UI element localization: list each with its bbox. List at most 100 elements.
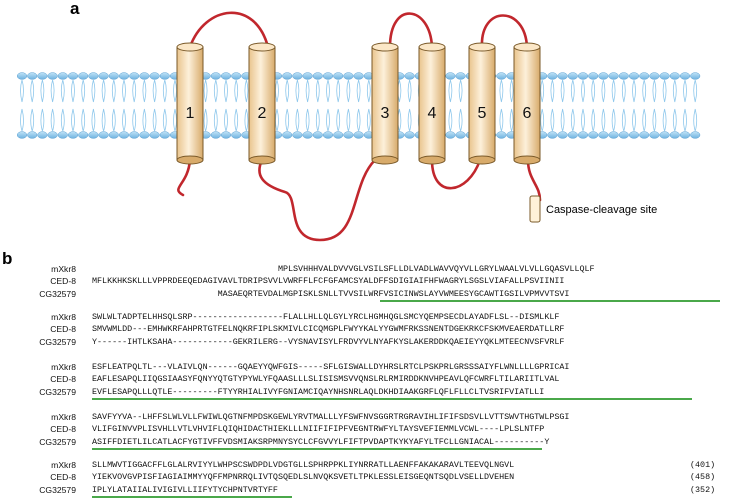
lipid-tail (224, 108, 228, 132)
lipid-tail (91, 79, 96, 103)
lipid-head (639, 72, 650, 80)
lipid-head (231, 72, 242, 80)
lipid-head (588, 131, 599, 139)
lipid-bilayer (16, 72, 701, 139)
lipid-tail (30, 108, 35, 132)
lipid-head (118, 72, 130, 80)
sequence-residues: YIEKVOVGVPISFIAGIAIMMYYQFFMPNRRQLIVTQSQE… (92, 472, 515, 483)
lipid-tail (152, 79, 157, 103)
lipid-head (618, 72, 629, 80)
lipid-tail (540, 108, 545, 132)
lipid-head (333, 72, 344, 80)
lipid-head (343, 72, 354, 80)
helix-body (371, 46, 399, 161)
lipid-tail (326, 108, 330, 132)
lipid-head (159, 72, 170, 80)
sequence-name: CED-8 (50, 324, 76, 335)
lipid-tail (285, 79, 290, 103)
lipid-head (547, 72, 558, 80)
lipid-tail (662, 108, 667, 132)
lipid-tail (581, 79, 585, 103)
lipid-tail (40, 79, 45, 103)
lipid-head (547, 131, 558, 139)
lipid-head (210, 131, 221, 139)
lipid-head (149, 131, 160, 139)
sequence-length: (401) (690, 460, 716, 470)
lipid-head (292, 131, 303, 139)
lipid-tail (71, 108, 75, 132)
lipid-tail (162, 108, 167, 132)
lipid-head (27, 72, 38, 80)
lipid-tail (336, 79, 341, 103)
lipid-tail (448, 108, 453, 132)
lipid-tail (315, 79, 320, 103)
lipid-tail (295, 108, 300, 132)
helix-body (176, 46, 204, 161)
sequence-length: (352) (690, 484, 716, 495)
c-terminal-tail (526, 158, 542, 202)
lipid-tail (162, 79, 167, 103)
lipid-head (129, 72, 140, 80)
lipid-head (353, 131, 364, 139)
lipid-head (679, 72, 691, 80)
sequence-residues: SMVWMLDD---EMHWKRFAHPRTGTFELNQKRFIPLSKMI… (92, 324, 565, 335)
lipid-tail (672, 79, 677, 103)
lipid-tail (213, 79, 218, 103)
lipid-tail (30, 79, 35, 103)
sequence-name: CG32579 (39, 484, 76, 495)
sequence-name: CED-8 (50, 472, 76, 483)
alignment-row: CG32579 IPLYLATAIIALIVIGIVLLIIFYTYCHPNTVR… (0, 484, 734, 496)
lipid-head (302, 131, 313, 139)
lipid-tail (458, 79, 463, 103)
lipid-head (618, 131, 629, 139)
sequence-residues: EAFLESAPQLIIQGSIAASYFQNYYQTGTYPYWLYFQAAS… (92, 374, 560, 385)
lipid-tail (224, 79, 228, 103)
helix-bottom (176, 155, 204, 165)
lipid-head (88, 72, 99, 80)
helix-5: 5 (468, 42, 496, 165)
helix-bottom (468, 155, 496, 165)
lipid-tail (509, 79, 514, 103)
lipid-tail (662, 79, 667, 103)
lipid-tail (152, 108, 157, 132)
lipid-head (37, 72, 48, 80)
lipid-head (404, 131, 415, 139)
lipid-tail (601, 79, 606, 103)
lipid-head (669, 131, 680, 139)
lipid-tail (81, 108, 86, 132)
helix-bottom (513, 155, 541, 165)
lipid-head (312, 72, 323, 80)
helix-top (418, 42, 446, 52)
lipid-head (57, 72, 68, 80)
lipid-head (628, 72, 640, 80)
lipid-head (690, 72, 701, 80)
lipid-head (445, 72, 456, 80)
lipid-head (496, 72, 507, 80)
lipid-tail (356, 79, 361, 103)
sequence-name: mXkr8 (51, 460, 76, 470)
lipid-head (282, 131, 293, 139)
sequence-residues: IPLYLATAIIALIVIGIVLLIIFYTYCHPNTVRTYFF (92, 484, 278, 495)
panel-label-a: a (70, 0, 80, 18)
lipid-head (47, 131, 58, 139)
lipid-tail (560, 108, 565, 132)
lipid-head (679, 131, 691, 139)
lipid-head (139, 72, 150, 80)
loop-1-start (177, 158, 192, 197)
lipid-tail (234, 79, 239, 103)
sequence-name: CED-8 (50, 374, 76, 385)
lipid-head (649, 72, 660, 80)
helix-4: 4 (418, 42, 446, 165)
sequence-name: mXkr8 (51, 264, 76, 274)
lipid-head (608, 72, 619, 80)
lipid-head (639, 131, 650, 139)
lipid-head (577, 131, 589, 139)
lipid-tail (346, 108, 351, 132)
helix-top (176, 42, 204, 52)
